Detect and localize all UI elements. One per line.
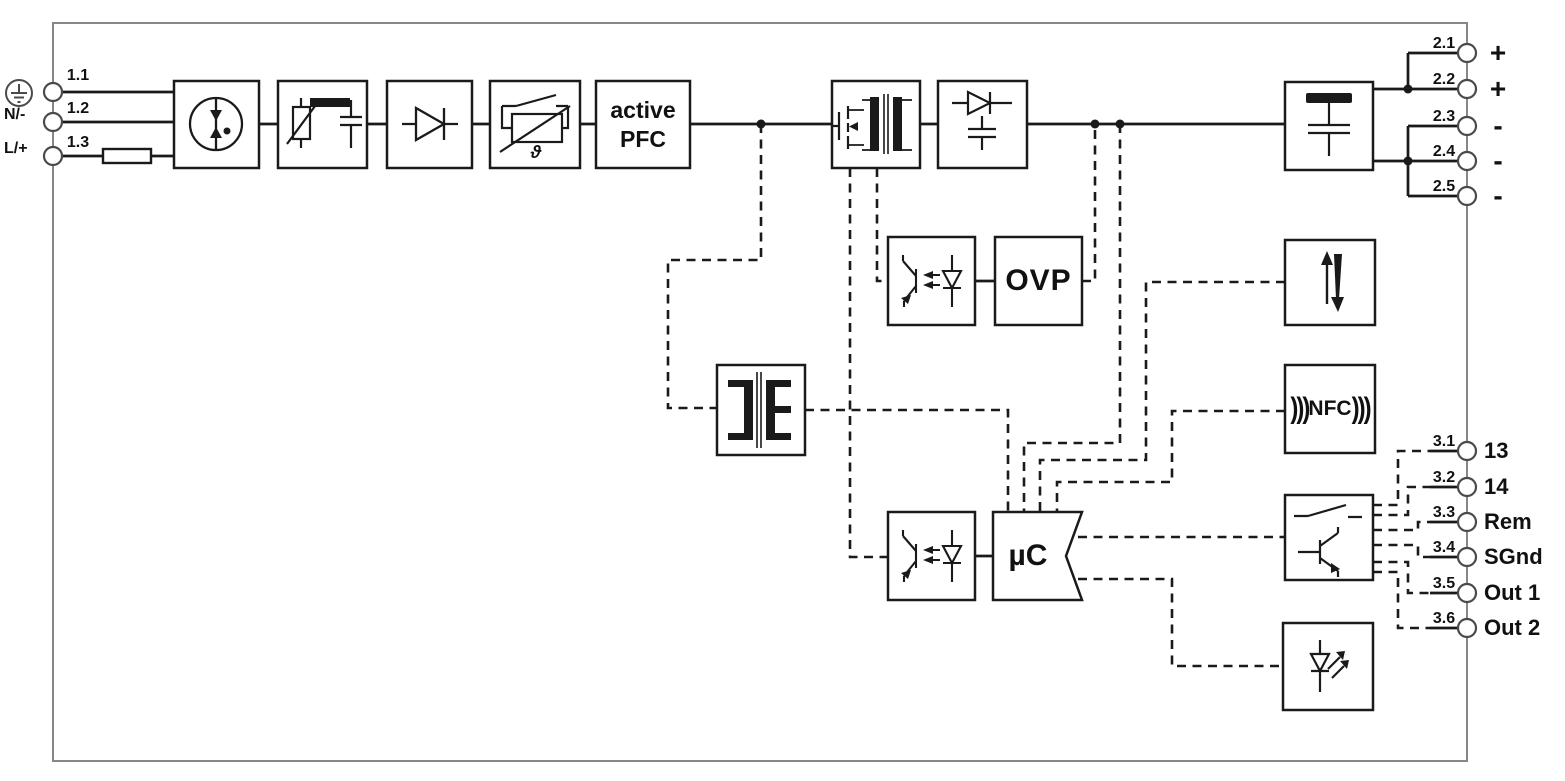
enclosure-border <box>52 22 1468 762</box>
nfc-text-label: NFC <box>1308 397 1352 420</box>
optocoupler1-icon <box>901 255 963 307</box>
terminal-2-4 <box>1456 150 1478 172</box>
ground-icon <box>5 79 33 107</box>
nfc-block <box>1283 363 1377 455</box>
led-icon <box>1309 640 1349 692</box>
polarity-sign-2-1: + <box>1489 37 1507 68</box>
input-terminal-label-1-1: 1.1 <box>66 67 90 84</box>
neutral-label: N/- <box>4 106 26 123</box>
dc-terminal-label-2-5: 2.5 <box>1432 178 1456 195</box>
output-filter-icon <box>1306 93 1352 156</box>
dc-terminal-label-2-4: 2.4 <box>1432 143 1456 160</box>
terminal-3-4 <box>1456 546 1478 568</box>
adjust-arrows-icon <box>1321 251 1344 312</box>
input-terminal-label-1-2: 1.2 <box>66 100 90 117</box>
terminal-3-3 <box>1456 511 1478 533</box>
signal-terminal-label-3-4: 3.4 <box>1432 539 1456 556</box>
signal-name-13: 13 <box>1484 438 1509 463</box>
terminal-1-1 <box>42 81 64 103</box>
terminal-2-2 <box>1456 78 1478 100</box>
microcontroller-label: µC <box>1008 539 1048 572</box>
microcontroller-block <box>991 510 1084 602</box>
input-terminal-label-1-3: 1.3 <box>66 134 90 151</box>
ovp-label: OVP <box>1005 264 1072 297</box>
ovp-block <box>993 235 1084 327</box>
optocoupler2-block <box>886 510 977 602</box>
block-outlines <box>172 79 1377 712</box>
fuse-icon <box>101 147 153 165</box>
signal-name-out2: Out 2 <box>1484 615 1541 640</box>
inrush-limiter-block <box>172 79 261 170</box>
terminal-circles <box>42 42 1478 639</box>
line-label: L/+ <box>4 140 28 157</box>
terminal-3-2 <box>1456 476 1478 498</box>
signal-terminal-label-3-5: 3.5 <box>1432 575 1456 592</box>
terminal-1-2 <box>42 111 64 133</box>
switching-transformer-icon <box>832 94 912 154</box>
signal-terminal-label-3-2: 3.2 <box>1432 469 1456 486</box>
signal-name-14: 14 <box>1484 474 1509 499</box>
rectifier-icon <box>402 106 458 142</box>
polarity-sign-2-4: - <box>1493 145 1503 176</box>
solid-wires <box>53 51 1458 630</box>
aux-transformer-icon <box>728 372 791 448</box>
active-pfc-label: active PFC <box>596 81 690 168</box>
terminal-3-6 <box>1456 617 1478 639</box>
secondary-rectifier-icon <box>952 90 1012 150</box>
optocoupler1-block <box>886 235 977 327</box>
terminal-3-1 <box>1456 440 1478 462</box>
inrush-limiter-icon <box>188 96 244 152</box>
dashed-control-wires <box>666 124 1430 668</box>
thermistor-block <box>488 79 582 170</box>
terminal-2-1 <box>1456 42 1478 64</box>
dc-terminal-label-2-3: 2.3 <box>1432 108 1456 125</box>
polarity-sign-2-3: - <box>1493 110 1503 141</box>
input-filter-icon <box>286 98 362 148</box>
pfc-line2: PFC <box>620 125 666 152</box>
active-pfc-block <box>594 79 692 170</box>
nfc-label: )))NFC))) <box>1285 365 1375 453</box>
nfc-right-waves-icon: ))) <box>1351 391 1372 426</box>
terminal-2-5 <box>1456 185 1478 207</box>
signal-name-rem: Rem <box>1484 509 1532 534</box>
relay-transistor-icon <box>1294 503 1362 577</box>
thermistor-icon <box>499 93 571 153</box>
dc-terminal-label-2-1: 2.1 <box>1432 35 1456 52</box>
signal-name-out1: Out 1 <box>1484 580 1541 605</box>
terminal-1-3 <box>42 145 64 167</box>
thermistor-theta-label: ϑ <box>530 142 542 162</box>
signal-terminal-label-3-1: 3.1 <box>1432 433 1456 450</box>
relay-transistor-block <box>1283 493 1375 582</box>
terminal-2-3 <box>1456 115 1478 137</box>
junction-dots <box>756 84 1413 166</box>
pfc-line1: active <box>610 96 676 123</box>
signal-name-sgnd: SGnd <box>1484 544 1543 569</box>
led-block <box>1281 621 1375 712</box>
signal-terminal-label-3-3: 3.3 <box>1432 504 1456 521</box>
dc-terminal-label-2-2: 2.2 <box>1432 71 1456 88</box>
terminal-3-5 <box>1456 582 1478 604</box>
polarity-sign-2-2: + <box>1489 73 1507 104</box>
signal-terminal-label-3-6: 3.6 <box>1432 610 1456 627</box>
nfc-left-waves-icon: ))) <box>1290 391 1310 426</box>
polarity-sign-2-5: - <box>1493 180 1503 211</box>
optocoupler2-icon <box>901 530 963 582</box>
adjust-block <box>1283 238 1377 327</box>
